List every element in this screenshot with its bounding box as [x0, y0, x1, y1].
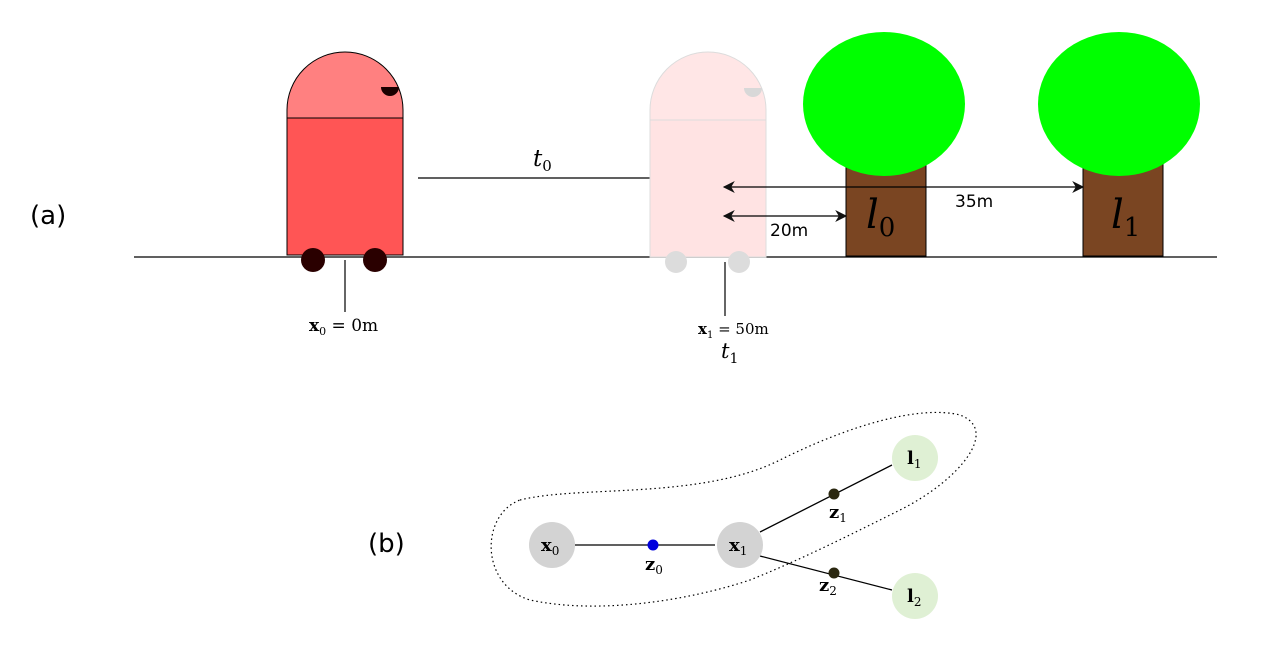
tree-trunk	[1082, 159, 1164, 257]
pose-node-x0: x0	[529, 522, 575, 568]
tree-landmark-l1: l1	[1038, 32, 1200, 257]
ghost-robot-body	[649, 119, 767, 258]
pose-node-x1-label: x1	[729, 535, 747, 558]
landmark-node-l2-label: l2	[907, 586, 921, 609]
robot-body	[286, 117, 404, 256]
ghost-robot-wheel-left	[665, 251, 687, 273]
landmark-node-l1: l1	[892, 435, 938, 481]
motion-time-label: t0	[533, 146, 552, 175]
landmark-node-l1-label: l1	[907, 448, 921, 471]
pose-node-x1: x1	[717, 522, 763, 568]
factor-z0	[647, 539, 659, 551]
ghost-robot-wheel-right	[728, 251, 750, 273]
landmark-l1-label: l1	[1111, 192, 1140, 243]
factor-z2	[828, 567, 840, 579]
distance-label-l0: 20m	[770, 221, 808, 241]
measurement-edge-l2	[759, 555, 893, 591]
tree-crown	[803, 32, 965, 176]
ghost-robot-head	[649, 51, 767, 121]
robot-head	[286, 51, 404, 119]
robot-start-position-label: x0 = 0m	[309, 316, 378, 338]
factor-z1-label: z1	[829, 502, 847, 525]
factor-z2-label: z2	[819, 575, 837, 598]
panel-b-label: (b)	[368, 529, 405, 559]
robot-eye	[381, 87, 399, 96]
landmark-l0-label: l0	[866, 192, 895, 243]
robot-end-ghost	[649, 51, 767, 273]
robot-wheel-right	[363, 248, 387, 272]
robot-end-position-label: x1 = 50m	[698, 320, 769, 341]
robot-start	[286, 51, 404, 272]
robot-wheel-left	[301, 248, 325, 272]
tree-crown	[1038, 32, 1200, 176]
robot-end-time-label: t1	[721, 339, 738, 367]
landmark-node-l2: l2	[892, 573, 938, 619]
panel-a-label: (a)	[30, 201, 66, 231]
measurement-edge-l1	[759, 464, 893, 533]
tree-landmark-l0: l0	[803, 32, 965, 257]
factor-z0-label: z0	[645, 554, 663, 577]
marginalization-boundary	[490, 411, 977, 607]
distance-label-l1: 35m	[955, 192, 993, 212]
pose-node-x0-label: x0	[541, 535, 559, 558]
ghost-robot-eye	[744, 88, 762, 97]
factor-z1	[828, 488, 840, 500]
